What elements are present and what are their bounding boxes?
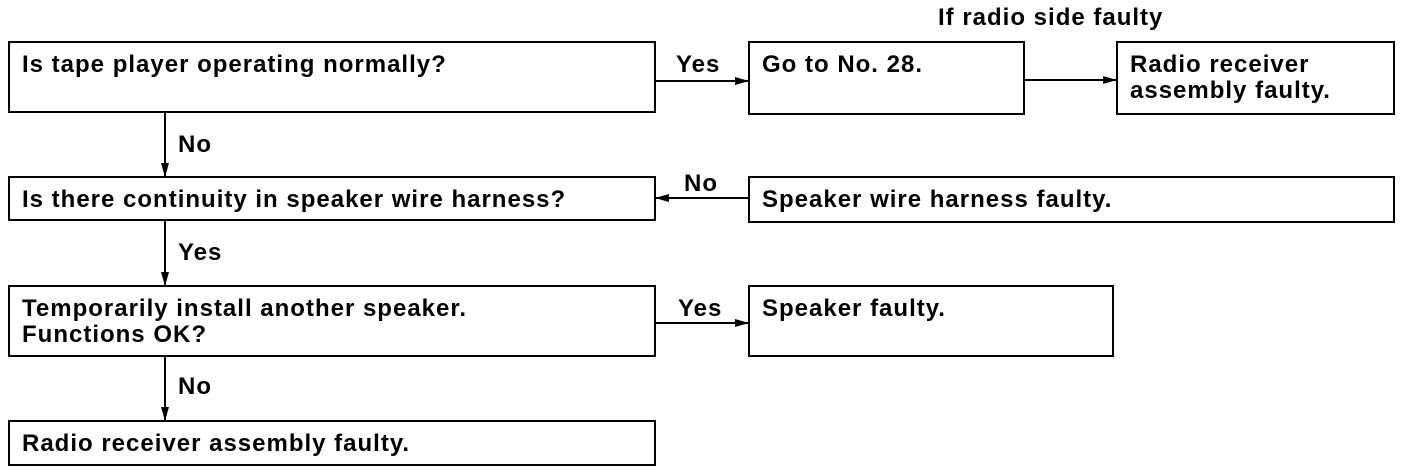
label-yes-q3: Yes [678,295,723,322]
label-no-q3: No [178,373,212,400]
label-no-q2: No [684,170,718,197]
question-speaker-harness-continuity: Is there continuity in speaker wire harn… [8,176,656,221]
label-yes-q2: Yes [178,239,223,266]
result-go-to-no-28: Go to No. 28. [748,41,1025,115]
note-if-radio-side-faulty: If radio side faulty [938,4,1164,31]
result-speaker-wire-harness-faulty: Speaker wire harness faulty. [748,176,1395,223]
question-install-another-speaker: Temporarily install another speaker. Fun… [8,285,656,357]
question-tape-player: Is tape player operating normally? [8,41,656,113]
result-radio-receiver-assembly-faulty: Radio receiver assembly faulty. [1116,41,1395,115]
label-yes-q1: Yes [676,51,721,78]
result-speaker-faulty: Speaker faulty. [748,285,1114,357]
result-radio-receiver-faulty: Radio receiver assembly faulty. [8,420,656,466]
label-no-q1: No [178,131,212,158]
